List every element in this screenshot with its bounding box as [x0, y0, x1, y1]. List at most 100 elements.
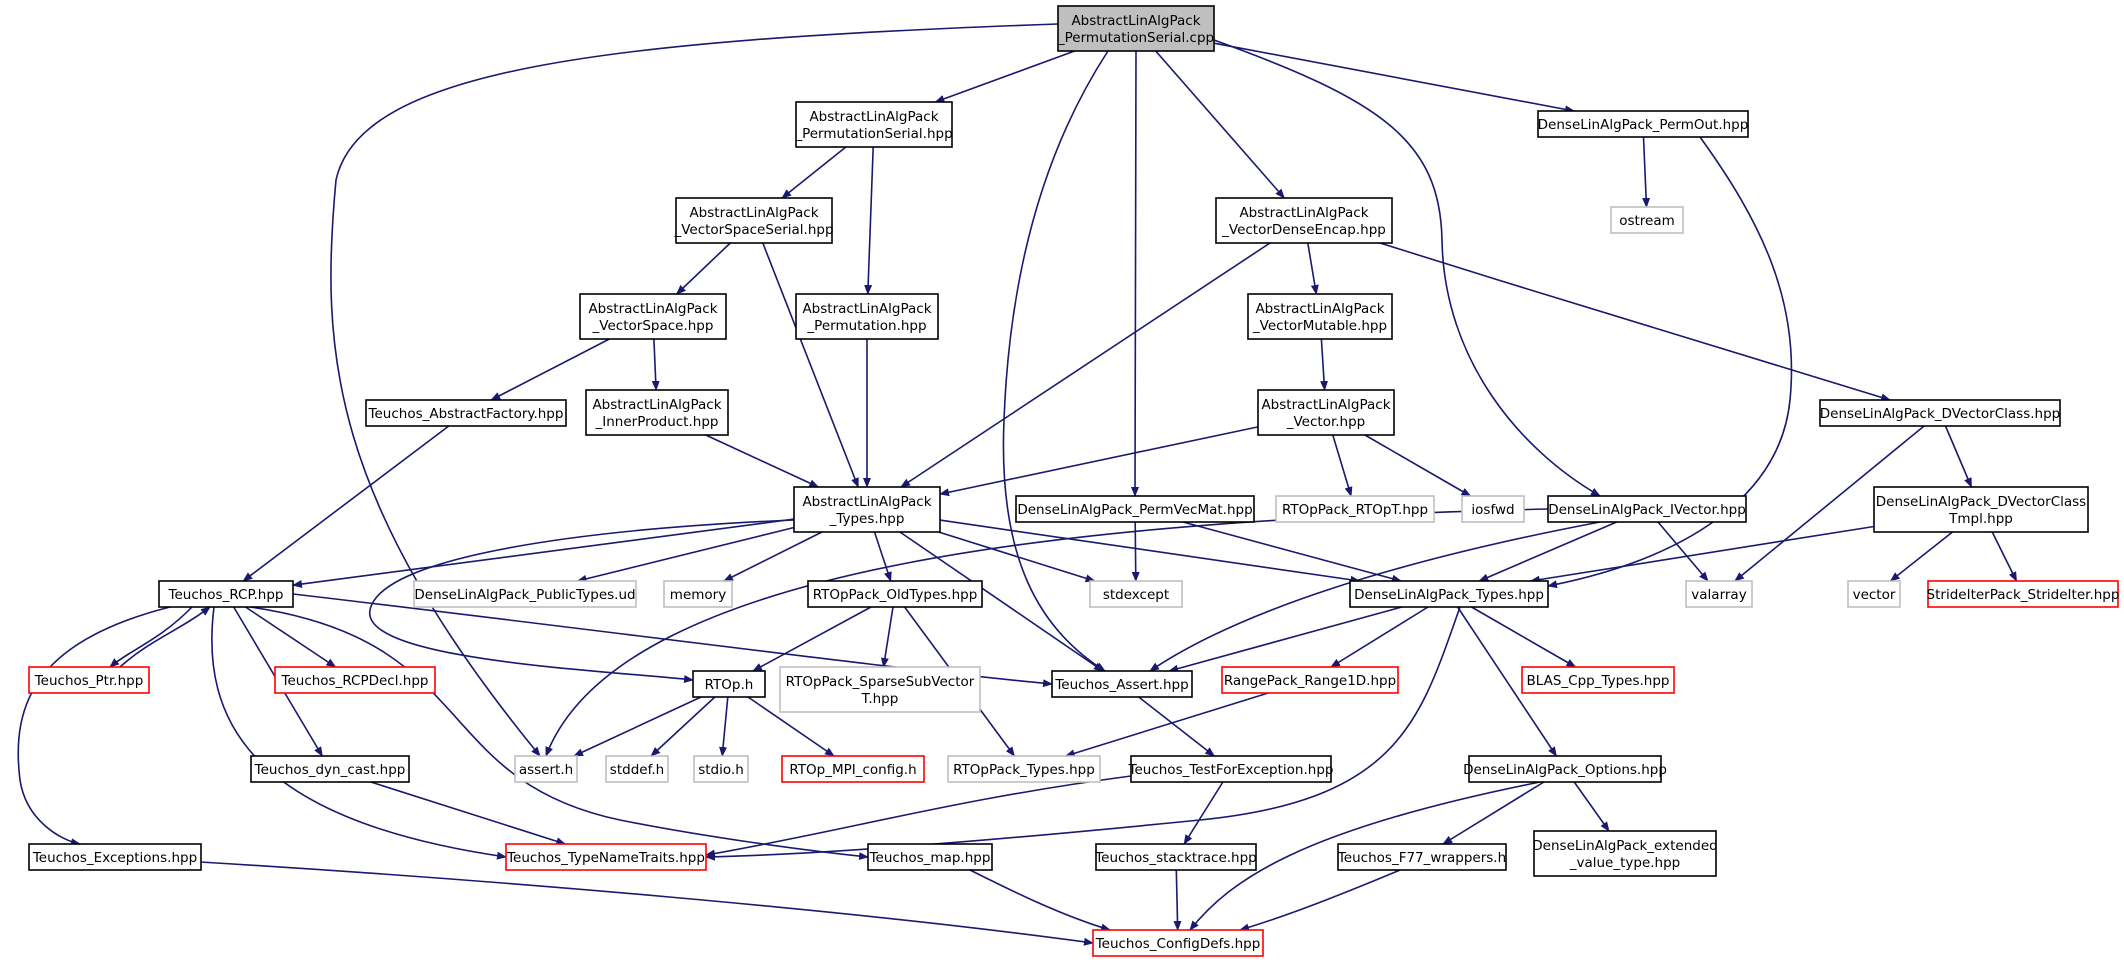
- edge-line: [576, 526, 795, 583]
- node-box: [1257, 389, 1395, 436]
- node-f77[interactable]: Teuchos_F77_wrappers.h: [1337, 843, 1507, 871]
- edge-vss_hpp-to-vs_hpp: [675, 242, 731, 295]
- edge-line: [1734, 425, 1925, 582]
- node-box: [675, 197, 833, 244]
- node-vss_hpp[interactable]: AbstractLinAlgPack_VectorSpaceSerial.hpp: [673, 197, 834, 244]
- edge-line: [719, 696, 729, 757]
- edge-options-to-extended: [1573, 781, 1610, 832]
- edge-vm_hpp-to-vec_hpp: [1320, 338, 1329, 391]
- node-oldtypes[interactable]: RTOpPack_OldTypes.hpp: [807, 580, 983, 608]
- node-blas[interactable]: BLAS_Cpp_Types.hpp: [1521, 666, 1675, 694]
- edge-rcp-to-exceptions: [17, 606, 171, 847]
- node-assert_h[interactable]: assert.h: [514, 755, 578, 783]
- node-range1d[interactable]: RangePack_Range1D.hpp: [1221, 666, 1399, 694]
- edge-line: [1991, 531, 2018, 582]
- node-permout[interactable]: DenseLinAlgPack_PermOut.hpp: [1537, 110, 1749, 138]
- edge-permvecmat-to-dla_types: [1182, 521, 1402, 583]
- edge-dla_types-to-typenametraits: [705, 606, 1461, 861]
- node-label-line: DenseLinAlgPack_Types.hpp: [1354, 587, 1544, 603]
- edge-line: [1442, 781, 1545, 845]
- node-exceptions[interactable]: Teuchos_Exceptions.hpp: [28, 843, 202, 871]
- node-ivector[interactable]: DenseLinAlgPack_IVector.hpp: [1547, 495, 1747, 523]
- node-stddef[interactable]: stddef.h: [605, 755, 669, 783]
- node-rcpdecl[interactable]: Teuchos_RCPDecl.hpp: [274, 666, 436, 694]
- node-memory[interactable]: memory: [663, 580, 733, 608]
- node-label-line: stdio.h: [698, 762, 744, 778]
- node-stacktrace[interactable]: Teuchos_stacktrace.hpp: [1094, 843, 1257, 871]
- node-strideiter[interactable]: StrideIterPack_StrideIter.hpp: [1927, 580, 2120, 608]
- node-stdexcept[interactable]: stdexcept: [1089, 580, 1183, 608]
- node-abs_factory[interactable]: Teuchos_AbstractFactory.hpp: [365, 399, 567, 427]
- edge-line: [1064, 692, 1269, 758]
- node-inner_prod[interactable]: AbstractLinAlgPack_InnerProduct.hpp: [585, 389, 729, 436]
- node-rtopt[interactable]: RTOpPack_RTOpT.hpp: [1275, 495, 1435, 523]
- edge-ala_types-to-oldtypes: [873, 531, 892, 582]
- edge-line: [939, 426, 1259, 497]
- node-configdefs[interactable]: Teuchos_ConfigDefs.hpp: [1092, 929, 1264, 957]
- edge-line: [1364, 434, 1472, 497]
- node-label-line: Teuchos_Ptr.hpp: [34, 673, 144, 689]
- node-box: [1873, 486, 2089, 533]
- edge-f77-to-configdefs: [1239, 869, 1401, 932]
- node-testforexc[interactable]: Teuchos_TestForException.hpp: [1128, 755, 1334, 783]
- node-box: [947, 755, 1101, 783]
- node-rtop_h[interactable]: RTOp.h: [692, 670, 766, 698]
- node-iosfwd[interactable]: iosfwd: [1461, 495, 1525, 523]
- node-perm_hpp[interactable]: AbstractLinAlgPack_Permutation.hpp: [795, 293, 939, 340]
- node-root[interactable]: AbstractLinAlgPack_PermutationSerial.cpp: [1057, 5, 1215, 52]
- node-vde_hpp[interactable]: AbstractLinAlgPack_VectorDenseEncap.hpp: [1215, 197, 1393, 244]
- edge-line: [370, 781, 567, 846]
- edge-line: [1642, 136, 1651, 208]
- node-pubtypes[interactable]: DenseLinAlgPack_PublicTypes.ud: [413, 580, 637, 608]
- edge-testforexc-to-typenametraits: [705, 775, 1132, 858]
- node-box: [365, 399, 567, 427]
- node-dla_types[interactable]: DenseLinAlgPack_Types.hpp: [1349, 580, 1549, 608]
- node-vector[interactable]: vector: [1847, 580, 1901, 608]
- node-dyn_cast[interactable]: Teuchos_dyn_cast.hpp: [250, 755, 410, 783]
- node-ala_types[interactable]: AbstractLinAlgPack_Types.hpp: [793, 486, 941, 533]
- node-mpi_config[interactable]: RTOp_MPI_config.h: [781, 755, 925, 783]
- node-label-line: Teuchos_dyn_cast.hpp: [254, 762, 406, 778]
- edge-line: [1183, 781, 1224, 845]
- node-label-line: ostream: [1619, 213, 1675, 229]
- node-options[interactable]: DenseLinAlgPack_Options.hpp: [1463, 755, 1667, 783]
- node-box: [158, 580, 294, 608]
- edge-vde_hpp-to-vm_hpp: [1307, 242, 1319, 295]
- node-map[interactable]: Teuchos_map.hpp: [867, 843, 993, 871]
- node-label-line: _Permutation.hpp: [806, 318, 926, 334]
- node-stdio[interactable]: stdio.h: [693, 755, 749, 783]
- node-rtop_types[interactable]: RTOpPack_Types.hpp: [947, 755, 1101, 783]
- edge-line: [1155, 50, 1285, 199]
- node-rcp[interactable]: Teuchos_RCP.hpp: [158, 580, 294, 608]
- node-vec_hpp[interactable]: AbstractLinAlgPack_Vector.hpp: [1257, 389, 1395, 436]
- edge-vec_hpp-to-rtopt: [1332, 434, 1353, 497]
- node-ostream[interactable]: ostream: [1610, 206, 1684, 234]
- node-typenametraits[interactable]: Teuchos_TypeNameTraits.hpp: [505, 843, 707, 871]
- edge-root-to-vde_hpp: [1155, 50, 1285, 199]
- node-box: [692, 670, 766, 698]
- node-assert_hpp[interactable]: Teuchos_Assert.hpp: [1051, 670, 1193, 698]
- edge-line: [573, 696, 702, 757]
- node-label-line: DenseLinAlgPack_Options.hpp: [1463, 762, 1667, 778]
- node-valarray[interactable]: valarray: [1685, 580, 1753, 608]
- node-label-line: Teuchos_Assert.hpp: [1054, 677, 1188, 693]
- edge-vde_hpp-to-ala_types: [900, 242, 1271, 488]
- edge-dyn_cast-to-typenametraits: [370, 781, 567, 846]
- edge-line: [17, 606, 171, 847]
- node-vm_hpp[interactable]: AbstractLinAlgPack_VectorMutable.hpp: [1247, 293, 1393, 340]
- node-label-line: DenseLinAlgPack_DVectorClass: [1876, 494, 2086, 510]
- node-extended[interactable]: DenseLinAlgPack_extended_value_type.hpp: [1532, 830, 1718, 877]
- edge-line: [1320, 338, 1329, 391]
- edge-dla_types-to-assert_hpp: [1168, 606, 1403, 673]
- edge-ptr-to-rcp: [119, 606, 211, 668]
- node-vs_hpp[interactable]: AbstractLinAlgPack_VectorSpace.hpp: [579, 293, 727, 340]
- node-perm_serial_hpp[interactable]: AbstractLinAlgPack_PermutationSerial.hpp: [794, 101, 953, 148]
- edge-line: [899, 531, 1104, 672]
- node-ptr[interactable]: Teuchos_Ptr.hpp: [28, 666, 150, 694]
- node-box: [781, 755, 925, 783]
- node-permvecmat[interactable]: DenseLinAlgPack_PermVecMat.hpp: [1015, 495, 1255, 523]
- node-dvecclass[interactable]: DenseLinAlgPack_DVectorClass.hpp: [1819, 399, 2061, 427]
- node-label-line: AbstractLinAlgPack: [1239, 205, 1368, 221]
